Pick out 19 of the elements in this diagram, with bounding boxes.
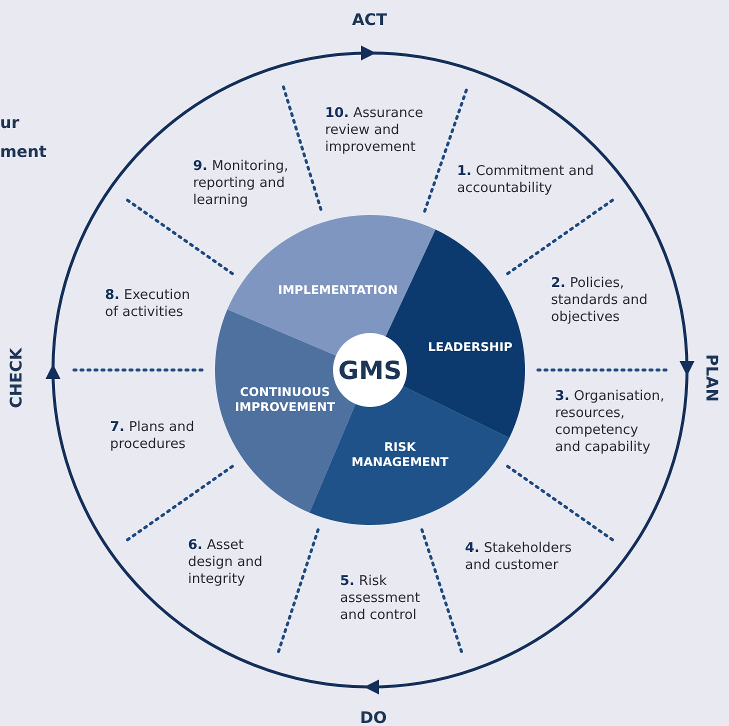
phase-label: PLAN (702, 354, 722, 402)
item-text: 3. Organisation, resources, competency and capability (555, 388, 665, 456)
item-text: 1. Commitment and accountability (457, 163, 595, 197)
item-text: 8. Execution of activities (105, 287, 192, 321)
item-text: 6. Asset design and integrity (188, 537, 264, 588)
segment-label: LEADERSHIP (428, 340, 512, 355)
item-text: 5. Risk assessment and control (340, 573, 422, 624)
phase-label: DO (360, 708, 387, 726)
title-fragment: ur (0, 113, 20, 132)
item-text: 10. Assurance review and improvement (325, 105, 424, 156)
item-text: 2. Policies, standards and objectives (551, 275, 649, 326)
phase-label: ACT (352, 10, 388, 29)
segment-label: IMPLEMENTATION (278, 283, 398, 298)
item-text: 7. Plans and procedures (110, 419, 196, 453)
segment-label: RISK MANAGEMENT (350, 440, 450, 470)
phase-label: CHECK (6, 348, 26, 408)
item-text: 4. Stakeholders and customer (465, 540, 573, 574)
item-text: 9. Monitoring, reporting and learning (193, 158, 290, 209)
title-fragment: ment (0, 142, 47, 161)
